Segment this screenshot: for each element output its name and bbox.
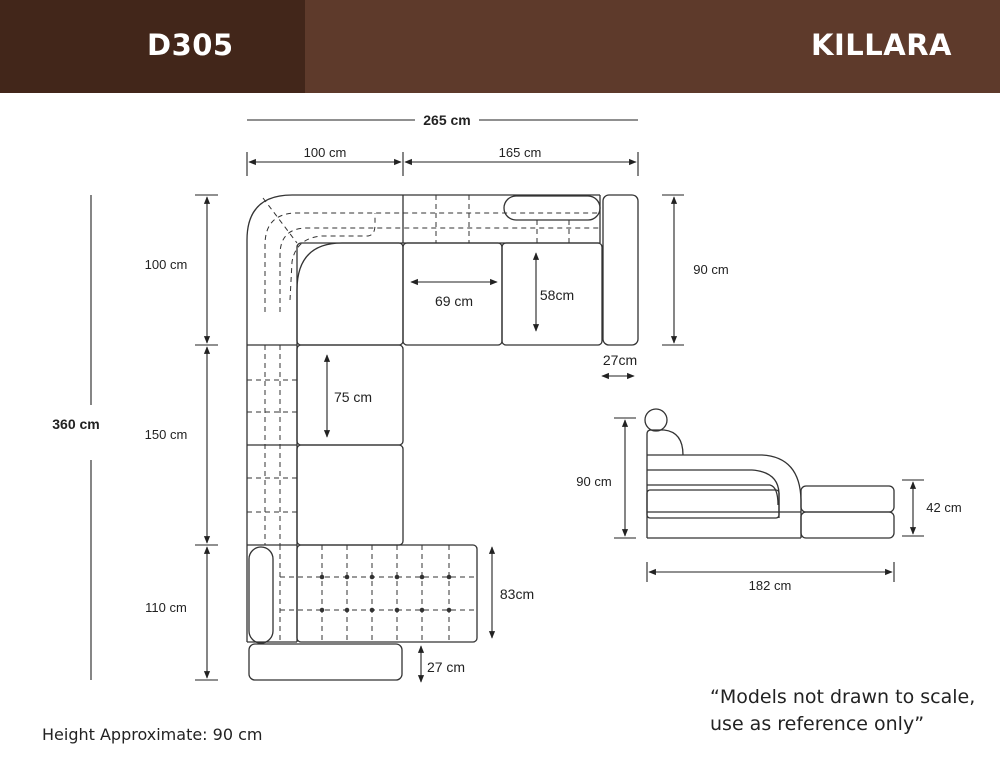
cushion-stitching xyxy=(247,195,600,642)
seat-left-2 xyxy=(296,444,404,546)
bolster-cushion xyxy=(503,195,601,221)
header-right-band xyxy=(305,0,1000,93)
corner-seat xyxy=(296,242,404,346)
label-chaise-depth: 83cm xyxy=(500,586,534,602)
label-seg-left: 100 cm xyxy=(304,145,347,160)
disclaimer: “Models not drawn to scale, use as refer… xyxy=(710,686,976,735)
side-chaise-base xyxy=(800,511,895,539)
label-seg-right: 165 cm xyxy=(499,145,542,160)
label-seat-depth-58: 58cm xyxy=(540,287,574,303)
label-total-width: 265 cm xyxy=(423,112,470,128)
label-left-seg-mid: 150 cm xyxy=(145,427,188,442)
label-left-seg-top: 100 cm xyxy=(145,257,188,272)
height-note: Height Approximate: 90 cm xyxy=(42,725,263,744)
corner-back-outline xyxy=(246,194,600,345)
label-arm-width-right: 27cm xyxy=(603,352,637,368)
tufting-buttons xyxy=(319,574,452,613)
label-side-height: 90 cm xyxy=(576,474,611,489)
side-seat-cushion xyxy=(646,489,780,519)
label-side-seat-height: 42 cm xyxy=(926,500,961,515)
label-left-seg-bottom: 110 cm xyxy=(145,600,187,615)
chaise-bolster xyxy=(248,546,274,644)
label-seat-width: 69 cm xyxy=(435,293,473,309)
side-headrest xyxy=(644,408,668,432)
right-arm xyxy=(602,194,639,346)
chaise-seat xyxy=(296,544,478,643)
header-left-band xyxy=(0,0,305,93)
plan-view xyxy=(246,194,639,681)
corner-inner-outline xyxy=(296,242,403,345)
model-name: KILLARA xyxy=(811,28,952,62)
label-seat-depth-75: 75 cm xyxy=(334,389,372,405)
seat-top-2 xyxy=(501,242,603,346)
side-chaise-cushion xyxy=(800,485,895,513)
side-arm-inner xyxy=(647,469,780,518)
side-back xyxy=(646,429,684,538)
label-arm-width-bottom: 27 cm xyxy=(427,659,465,675)
label-right-arm-depth: 90 cm xyxy=(693,262,728,277)
label-total-depth: 360 cm xyxy=(52,416,99,432)
label-side-length: 182 cm xyxy=(749,578,792,593)
side-profile-view xyxy=(644,408,895,539)
bottom-arm xyxy=(248,643,403,681)
model-code: D305 xyxy=(147,28,234,62)
